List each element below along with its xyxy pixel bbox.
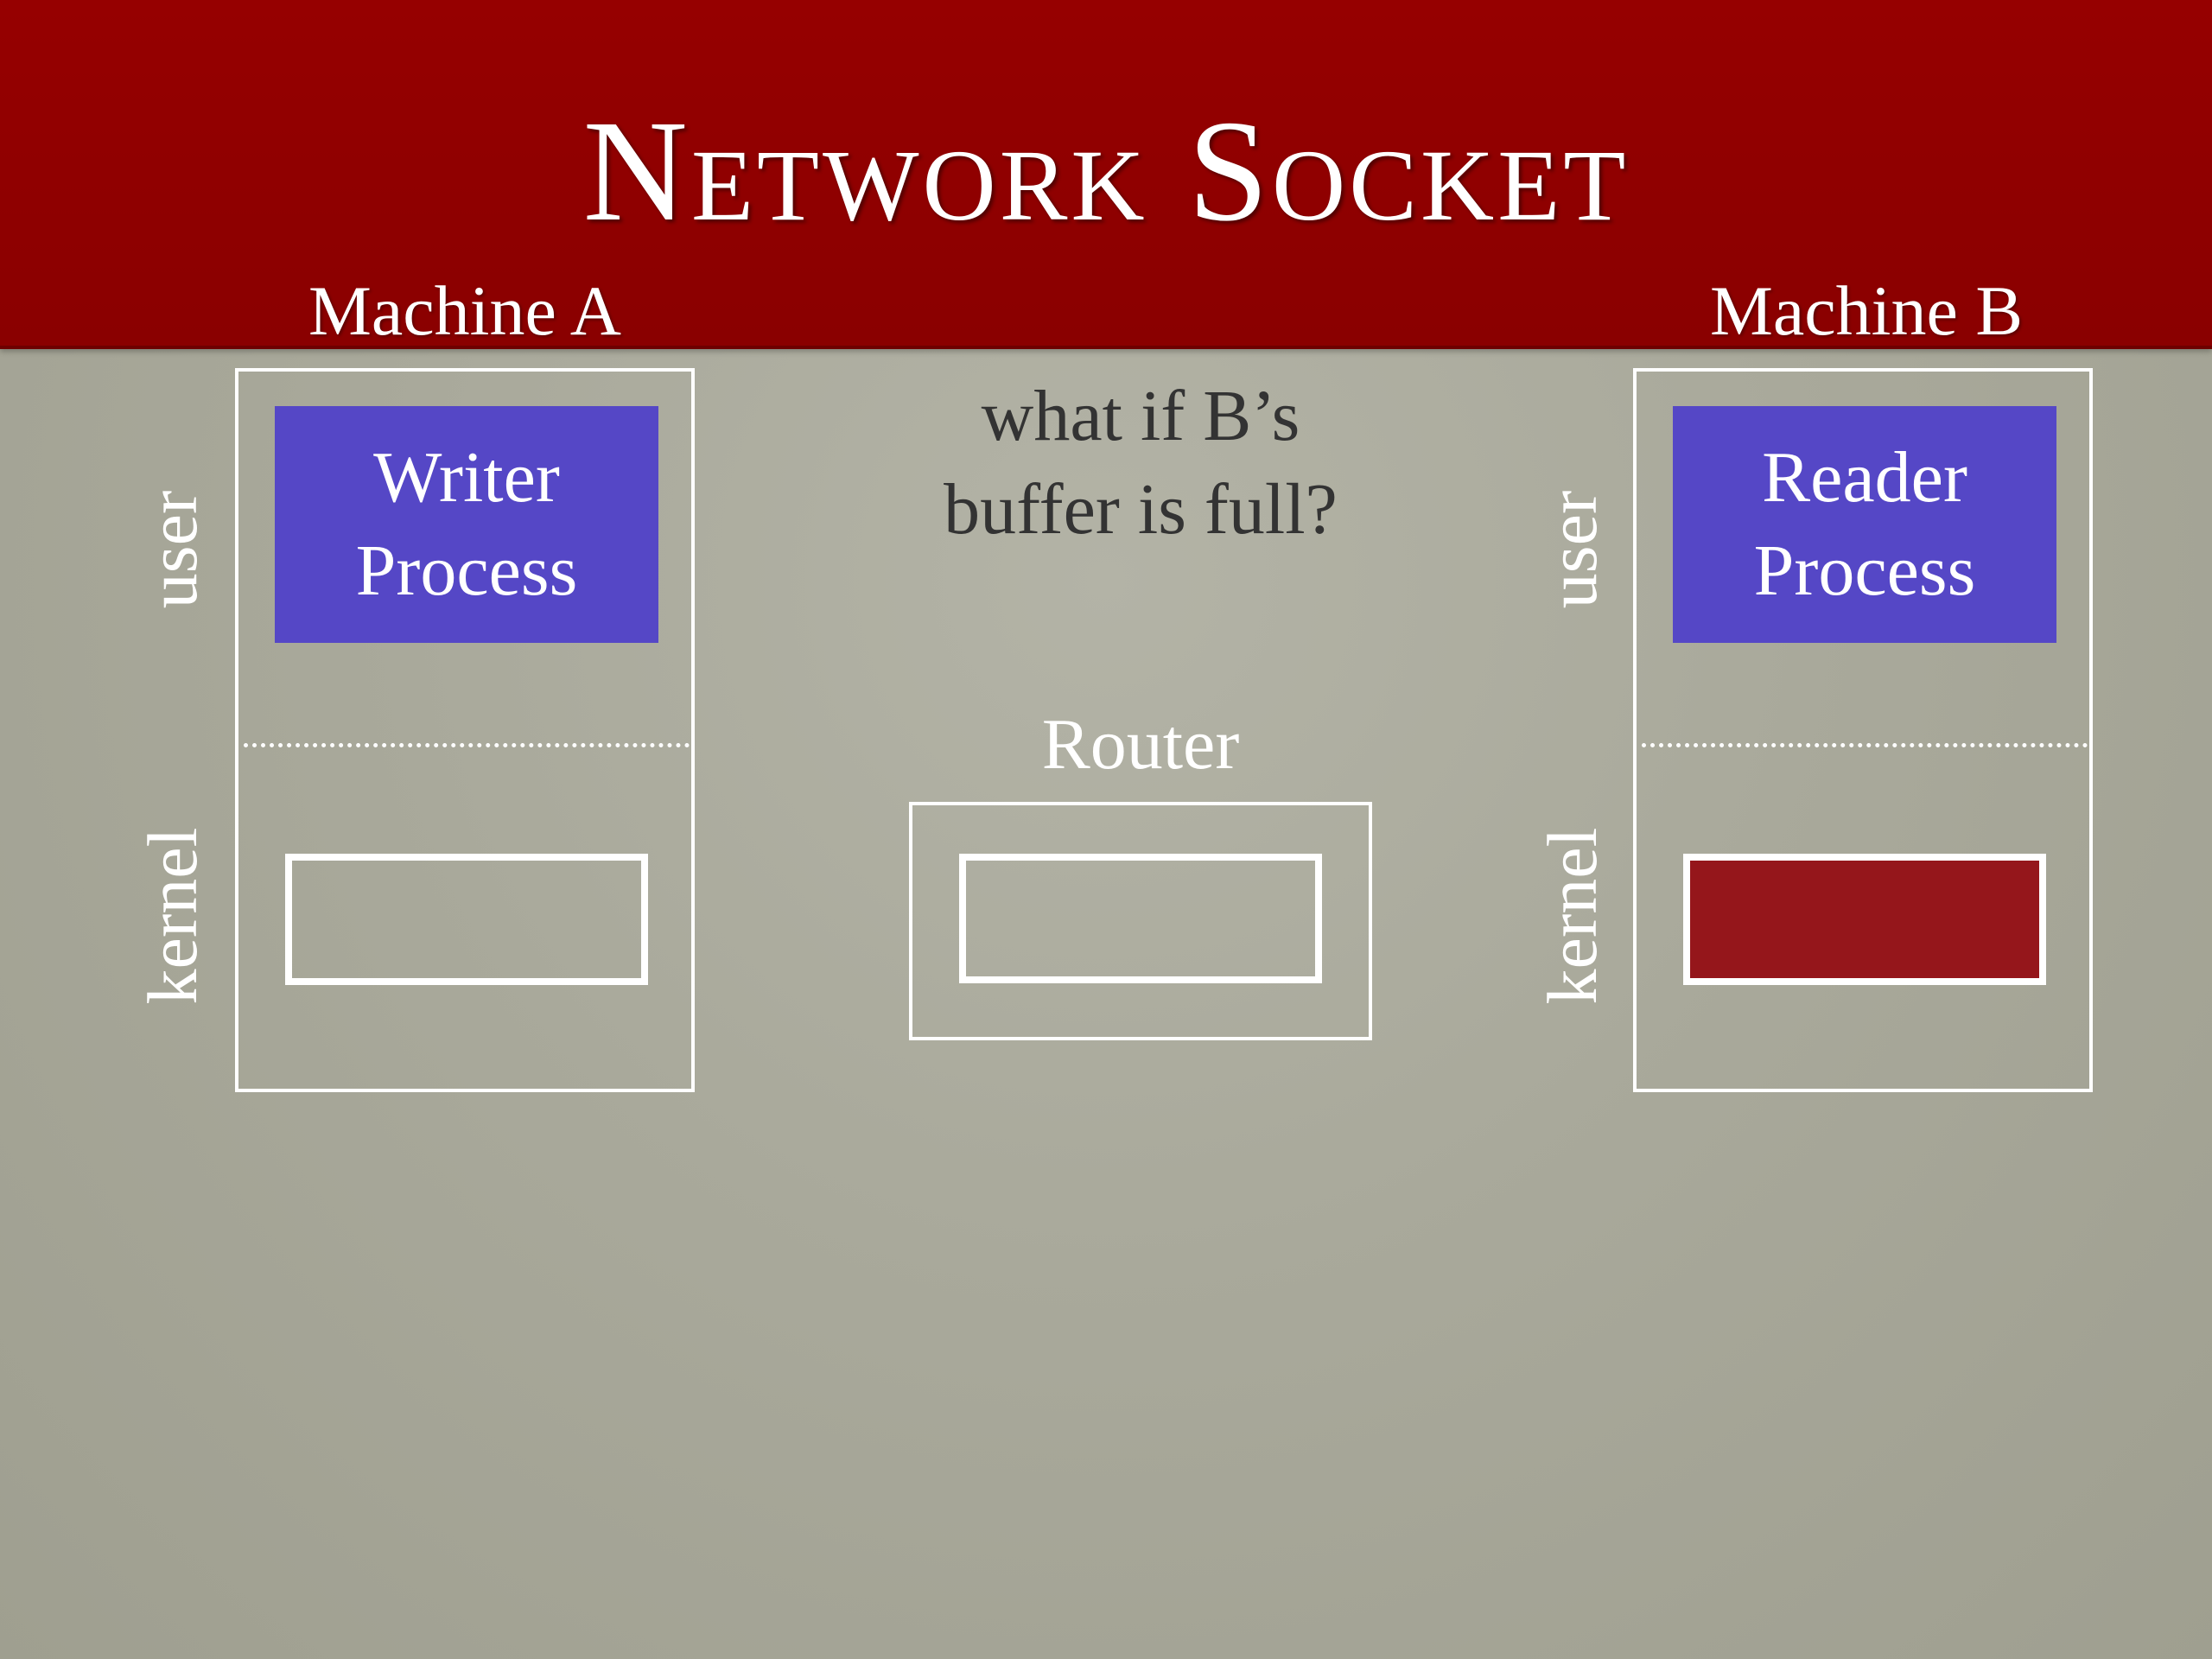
machine-b-box: Reader Process — [1633, 368, 2093, 1092]
machine-b-kernel-label: kernel — [1533, 827, 1611, 1005]
machine-a-kernel-label: kernel — [133, 827, 212, 1005]
machine-b-user-kernel-divider — [1642, 743, 2088, 747]
router-buffer — [959, 854, 1322, 983]
machine-a-box: Writer Process — [235, 368, 695, 1092]
reader-process-line1: Reader — [1762, 437, 1967, 518]
machine-b-label: Machine B — [1709, 271, 2024, 350]
reader-process-box: Reader Process — [1673, 406, 2056, 643]
writer-process-line1: Writer — [373, 437, 560, 518]
router-box — [909, 802, 1372, 1040]
machine-b-kernel-buffer-full — [1683, 854, 2046, 985]
machine-a-user-label: user — [133, 490, 212, 609]
machine-a-kernel-buffer — [285, 854, 648, 985]
machine-a-user-kernel-divider — [244, 743, 690, 747]
title-bar: Network Socket — [0, 0, 2212, 349]
reader-process-line2: Process — [1753, 531, 1976, 611]
writer-process-box: Writer Process — [275, 406, 658, 643]
question-text: what if B’s buffer is full? — [847, 370, 1434, 556]
router-label: Router — [1041, 704, 1240, 785]
writer-process-line2: Process — [355, 531, 578, 611]
question-line2: buffer is full? — [944, 469, 1338, 550]
question-line1: what if B’s — [981, 376, 1300, 456]
machine-a-label: Machine A — [308, 271, 622, 350]
machine-b-user-label: user — [1533, 490, 1611, 609]
slide-title: Network Socket — [582, 91, 1630, 251]
